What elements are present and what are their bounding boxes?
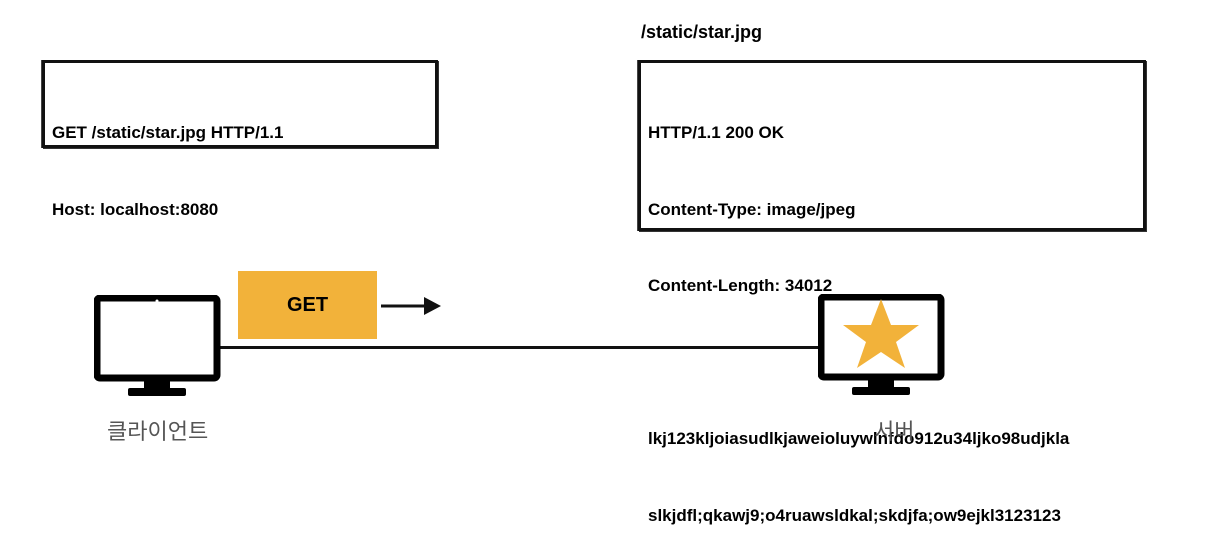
client-label: 클라이언트 — [107, 420, 209, 445]
arrow-right-icon — [381, 297, 441, 315]
response-content-length: Content-Length: 34012 — [648, 276, 833, 295]
response-status-line: HTTP/1.1 200 OK — [648, 123, 785, 142]
client-monitor-icon — [94, 295, 221, 396]
request-message-box: GET /static/star.jpg HTTP/1.1 Host: loca… — [42, 60, 438, 219]
connection-line — [218, 346, 820, 349]
response-body-line: slkjdfl;qkawj9;o4ruawsldkal;skdjfa;ow9ej… — [648, 505, 1061, 525]
server-monitor-icon — [818, 294, 945, 395]
request-line: GET /static/star.jpg HTTP/1.1 — [52, 123, 284, 142]
response-content-type: Content-Type: image/jpeg — [648, 199, 856, 219]
method-tag-label: GET — [286, 293, 329, 316]
response-body-line: lkj123kljoiasudlkjaweioluywlnfdo912u34lj… — [648, 429, 1070, 448]
server-label: 서버 — [874, 420, 915, 445]
response-message-box: HTTP/1.1 200 OK Content-Type: image/jpeg… — [638, 60, 1146, 525]
resource-path-label: /static/star.jpg — [641, 22, 763, 42]
star-icon — [843, 299, 919, 368]
method-tag: GET — [238, 271, 377, 339]
request-host-header: Host: localhost:8080 — [52, 199, 219, 219]
